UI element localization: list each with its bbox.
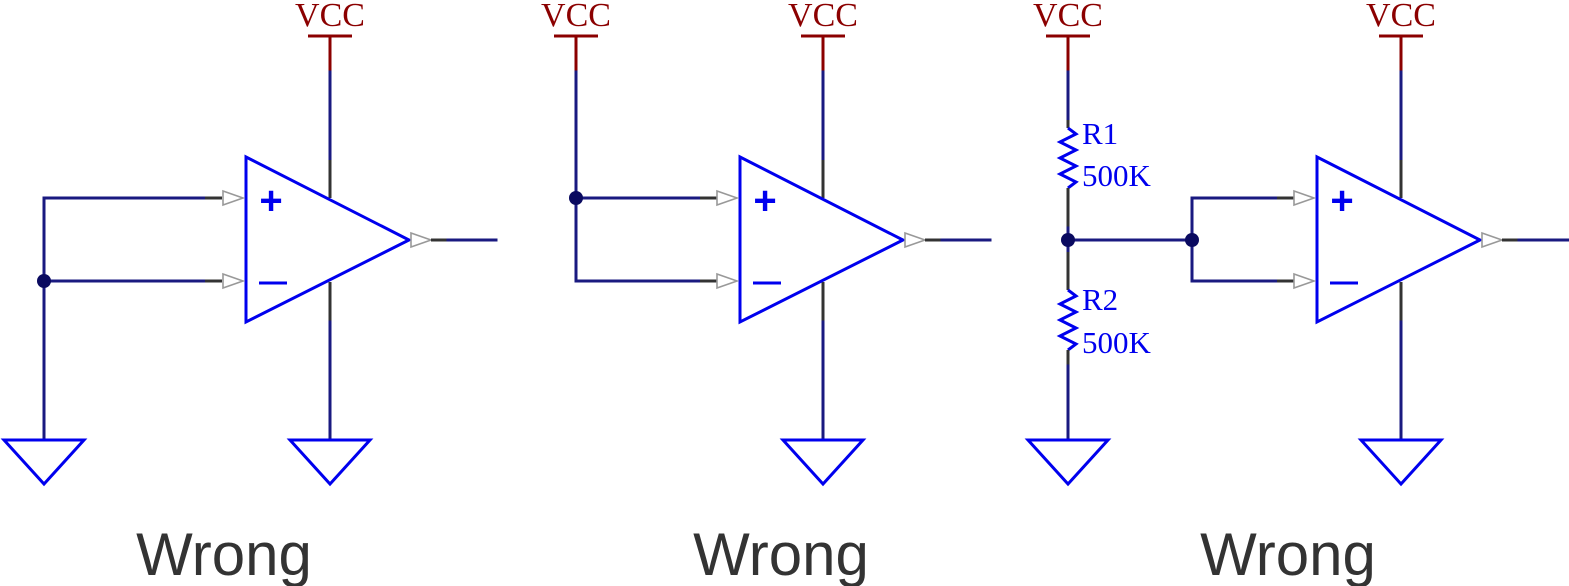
pin-arrow-icon — [1293, 189, 1317, 207]
resistor-ref: R1 — [1082, 116, 1118, 151]
vcc-symbol: VCC — [1366, 0, 1436, 72]
resistor-r1: R1 500K — [1056, 116, 1152, 193]
plus-sign: + — [753, 179, 776, 223]
ground-symbol — [1357, 438, 1445, 487]
pin-arrow-icon — [1481, 231, 1505, 249]
resistor-ref: R2 — [1082, 282, 1118, 317]
minus-input-wire — [574, 70, 702, 283]
vcc-label: VCC — [1033, 0, 1103, 34]
pin-arrow-icon — [904, 231, 928, 249]
vcc-label: VCC — [541, 0, 611, 34]
circuit-caption: Wrong — [1200, 521, 1376, 586]
vcc-symbol: VCC — [295, 0, 365, 72]
opamp: + — [222, 154, 434, 325]
junction-dot — [1061, 233, 1075, 247]
pin-arrow-icon — [716, 272, 740, 290]
junction-dot — [37, 274, 51, 288]
circuit-caption: Wrong — [693, 521, 869, 586]
resistor-value: 500K — [1082, 325, 1152, 360]
vcc-label: VCC — [295, 0, 365, 34]
pin-arrow-icon — [410, 231, 434, 249]
opamp: + — [1293, 154, 1505, 325]
junction-dot — [569, 191, 583, 205]
vcc-symbol: VCC — [541, 0, 611, 72]
ground-symbol — [0, 438, 88, 487]
resistor-value: 500K — [1082, 158, 1152, 193]
plus-input-wire — [42, 196, 207, 442]
ground-symbol — [1024, 438, 1112, 487]
opamp: + — [716, 154, 928, 325]
vcc-symbol: VCC — [1033, 0, 1103, 72]
plus-sign: + — [259, 179, 282, 223]
ground-symbol — [286, 438, 374, 487]
pin-arrow-icon — [716, 189, 740, 207]
input-tie-wire — [1190, 196, 1279, 283]
junction-dot — [1185, 233, 1199, 247]
pin-arrow-icon — [1293, 272, 1317, 290]
circuit-3: VCC R1 500K R2 500K — [1024, 0, 1569, 586]
vcc-label: VCC — [788, 0, 858, 34]
circuit-2: VCC VCC + Wrong — [541, 0, 992, 586]
circuit-1: VCC + Wrong — [0, 0, 498, 586]
pin-arrow-icon — [222, 189, 246, 207]
vcc-label: VCC — [1366, 0, 1436, 34]
ground-symbol — [779, 438, 867, 487]
plus-sign: + — [1330, 179, 1353, 223]
pin-arrow-icon — [222, 272, 246, 290]
vcc-symbol: VCC — [788, 0, 858, 72]
circuit-caption: Wrong — [136, 521, 312, 586]
resistor-r2: R2 500K — [1056, 282, 1152, 360]
